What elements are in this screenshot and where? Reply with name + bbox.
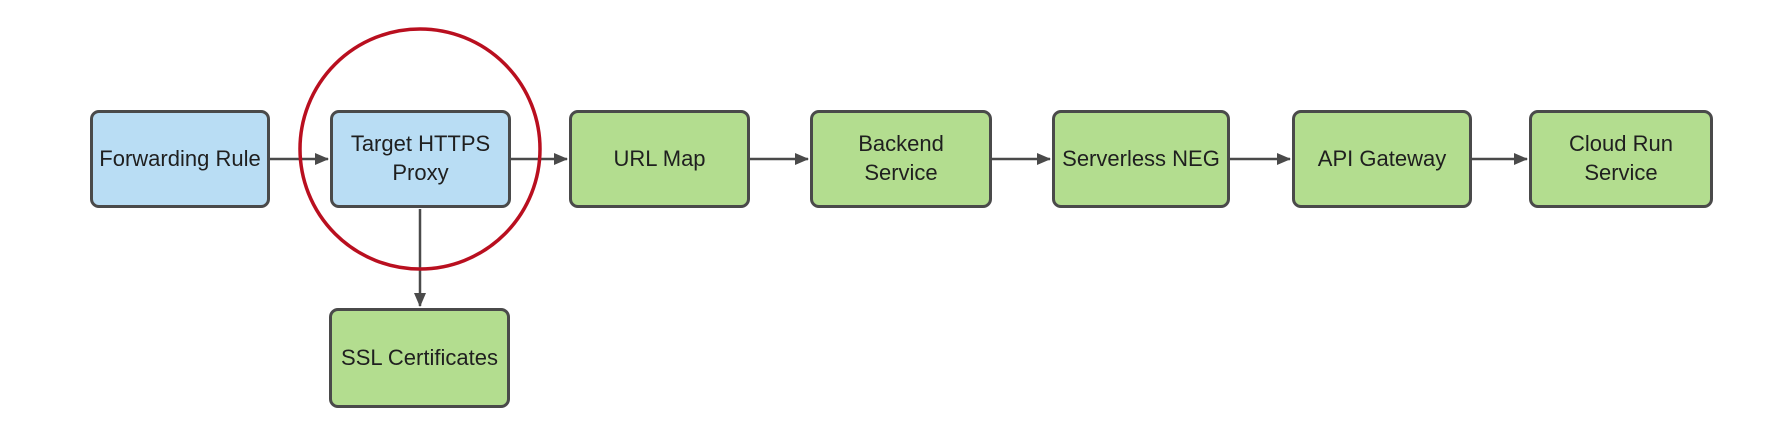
node-url-map: URL Map: [569, 110, 750, 208]
node-api-gateway: API Gateway: [1292, 110, 1472, 208]
node-forwarding-rule: Forwarding Rule: [90, 110, 270, 208]
node-backend-service: Backend Service: [810, 110, 992, 208]
node-ssl-certificates: SSL Certificates: [329, 308, 510, 408]
node-target-https-proxy: Target HTTPS Proxy: [330, 110, 511, 208]
node-serverless-neg: Serverless NEG: [1052, 110, 1230, 208]
node-cloud-run-service: Cloud Run Service: [1529, 110, 1713, 208]
